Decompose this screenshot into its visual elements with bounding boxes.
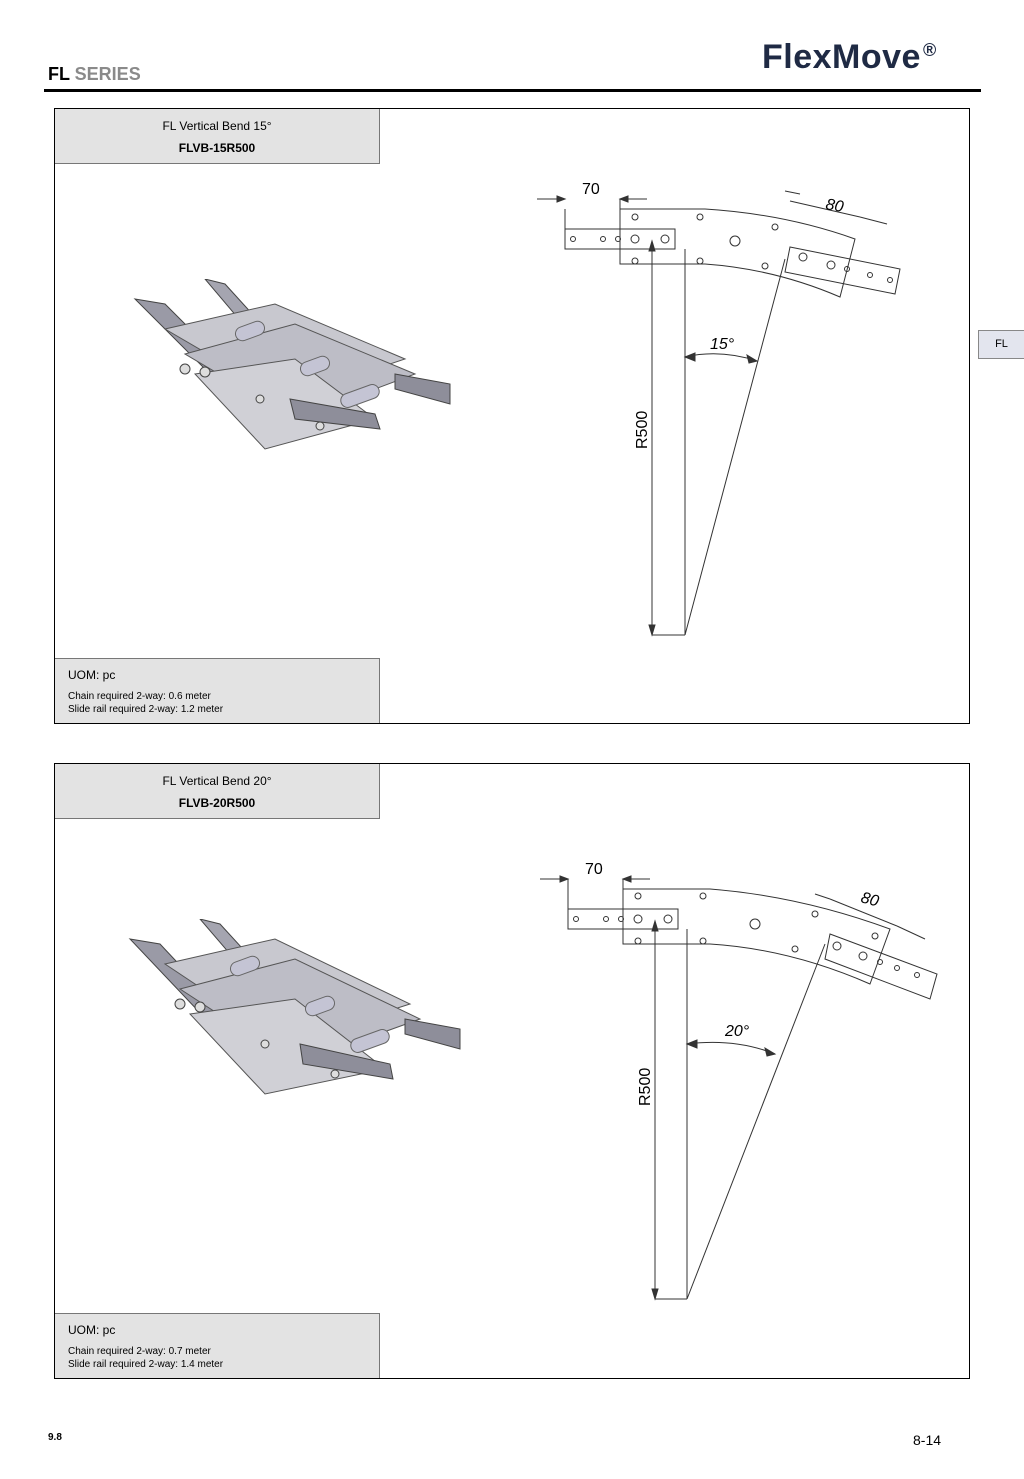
uom-label: UOM: pc — [68, 668, 116, 682]
product-panel-2: FL Vertical Bend 20° FLVB-20R500 — [54, 763, 970, 1379]
header-divider — [44, 89, 981, 92]
registered-mark: ® — [922, 40, 937, 60]
requirements: Chain required 2-way: 0.6 meter Slide ra… — [68, 690, 379, 716]
series-suffix: SERIES — [69, 64, 141, 84]
product-title: FL Vertical Bend 20° — [162, 774, 272, 788]
series-prefix: FL — [48, 64, 70, 84]
product-panel-1: FL Vertical Bend 15° FLVB-15R500 — [54, 108, 970, 724]
vertical-bend-illustration — [128, 919, 461, 1095]
uom-box: UOM: pc Chain required 2-way: 0.7 meter … — [55, 1313, 380, 1378]
slide-rail-required: Slide rail required 2-way: 1.2 meter — [68, 704, 224, 715]
technical-drawing: 70 80 15° R500 — [537, 181, 901, 637]
product-title-box: FL Vertical Bend 20° FLVB-20R500 — [55, 764, 380, 819]
vertical-bend-illustration — [133, 279, 451, 450]
logo-text: FlexMove — [762, 38, 921, 76]
chain-required: Chain required 2-way: 0.6 meter — [68, 691, 211, 702]
uom-box: UOM: pc Chain required 2-way: 0.6 meter … — [55, 658, 380, 723]
requirements: Chain required 2-way: 0.7 meter Slide ra… — [68, 1345, 379, 1371]
radius-label: R500 — [634, 411, 651, 449]
angle-label: 20° — [724, 1023, 750, 1040]
dimension-left: 70 — [585, 861, 603, 878]
dimension-right: 80 — [824, 196, 845, 216]
slide-rail-required: Slide rail required 2-way: 1.4 meter — [68, 1359, 224, 1370]
uom-label: UOM: pc — [68, 1323, 116, 1337]
technical-drawing: 70 80 20° R500 — [540, 861, 938, 1301]
dimension-left: 70 — [582, 181, 600, 198]
footer-revision: 9.8 — [48, 1432, 62, 1443]
page-number: 8-14 — [913, 1432, 942, 1448]
series-heading: FL SERIES — [48, 64, 141, 85]
product-title: FL Vertical Bend 15° — [162, 119, 272, 133]
angle-label: 15° — [710, 336, 735, 353]
chain-required: Chain required 2-way: 0.7 meter — [68, 1346, 211, 1357]
radius-label: R500 — [637, 1068, 654, 1106]
brand-logo: FlexMove® — [762, 38, 937, 77]
section-tab-fl[interactable]: FL — [978, 330, 1024, 359]
dimension-right: 80 — [859, 889, 881, 910]
product-code: FLVB-20R500 — [178, 796, 256, 810]
product-title-box: FL Vertical Bend 15° FLVB-15R500 — [55, 109, 380, 164]
product-code: FLVB-15R500 — [178, 141, 256, 155]
